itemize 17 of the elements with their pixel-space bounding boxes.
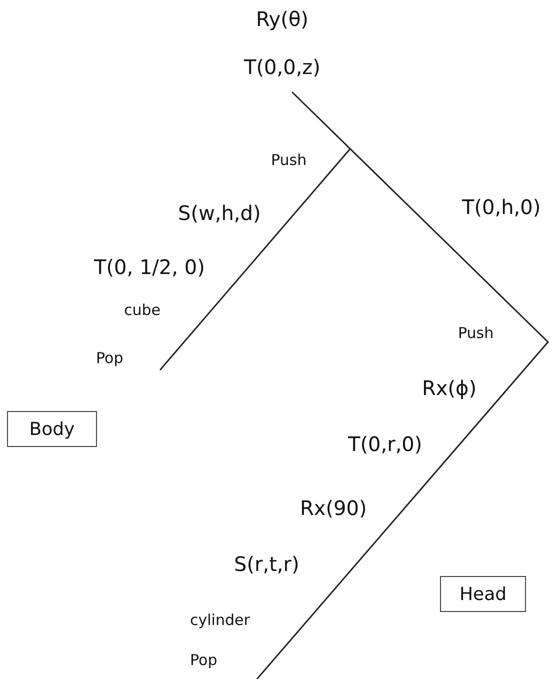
label-box: Body	[7, 411, 97, 447]
operation-label: Pop	[96, 350, 124, 366]
operation-label: Rx(ϕ)	[422, 377, 477, 399]
operation-label: S(w,h,d)	[178, 202, 261, 224]
operation-label: T(0,h,0)	[462, 196, 541, 218]
operation-label: T(0,0,z)	[244, 56, 320, 78]
operation-label: S(r,t,r)	[234, 553, 300, 575]
operation-label: Ry(θ)	[256, 8, 308, 30]
operation-label: Push	[458, 325, 494, 342]
operation-label: cylinder	[190, 612, 250, 628]
operation-label: T(0, 1/2, 0)	[94, 256, 205, 278]
operation-label: Rx(90)	[300, 497, 367, 519]
operation-label: Push	[271, 152, 307, 168]
operation-label: Pop	[190, 652, 218, 668]
label-box: Head	[440, 576, 526, 612]
operation-label: T(0,r,0)	[348, 433, 422, 455]
operation-label: cube	[124, 302, 161, 318]
